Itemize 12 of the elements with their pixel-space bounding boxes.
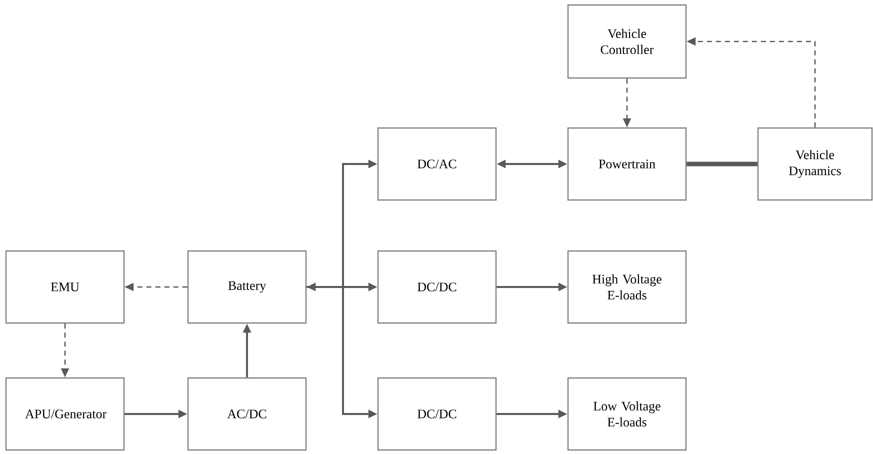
block-box: DC/AC	[377, 127, 497, 201]
block-box: AC/DC	[187, 377, 307, 451]
block-box: Vehicle Controller	[567, 4, 687, 79]
block-box: Battery	[187, 250, 307, 324]
block-box: EMU	[5, 250, 125, 324]
block-box: DC/DC	[377, 250, 497, 324]
block-box: APU/Generator	[5, 377, 125, 451]
block-box: Vehicle Dynamics	[757, 127, 873, 201]
block-box: Low Voltage E-loads	[567, 377, 687, 451]
block-box: Powertrain	[567, 127, 687, 201]
block-box: High Voltage E-loads	[567, 250, 687, 324]
block-box: DC/DC	[377, 377, 497, 451]
